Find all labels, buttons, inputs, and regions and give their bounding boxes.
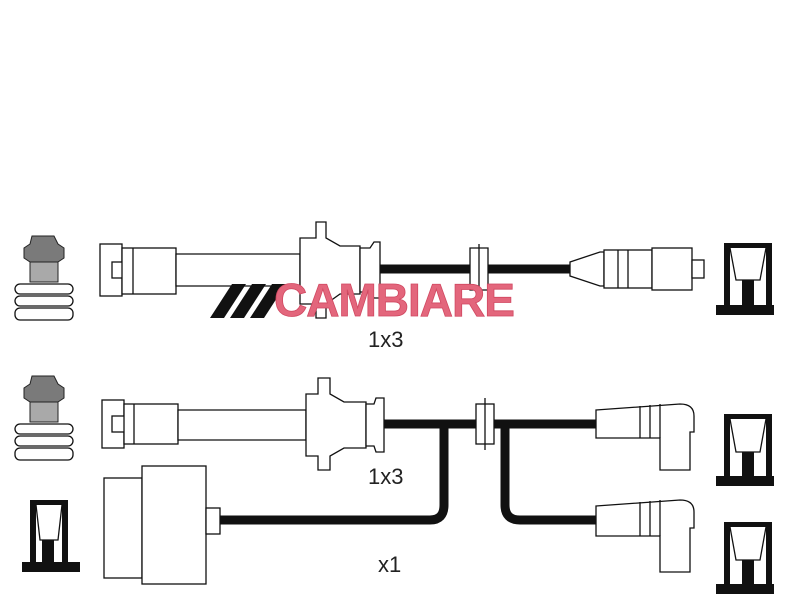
plug-terminal-cap-middle <box>14 375 74 461</box>
ignition-lead-middle <box>101 377 695 573</box>
plug-terminal-cap-top <box>14 235 74 321</box>
quantity-label-middle: 1x3 <box>368 464 403 489</box>
boot-end-symbol-right-middle <box>716 414 774 486</box>
boot-end-symbol-right-bottom <box>716 522 774 594</box>
cambiare-logo: CAMBIARE <box>210 274 515 326</box>
boot-end-symbol-right-top <box>716 243 774 315</box>
ignition-lead-bottom <box>103 424 449 585</box>
ignition-lead-top <box>99 221 705 319</box>
boot-end-symbol-left <box>22 500 80 572</box>
quantity-label-bottom: x1 <box>378 552 401 577</box>
logo-wordmark: CAMBIARE <box>274 274 514 326</box>
quantity-label-top: 1x3 <box>368 327 403 352</box>
logo-slash-marks <box>210 284 286 318</box>
